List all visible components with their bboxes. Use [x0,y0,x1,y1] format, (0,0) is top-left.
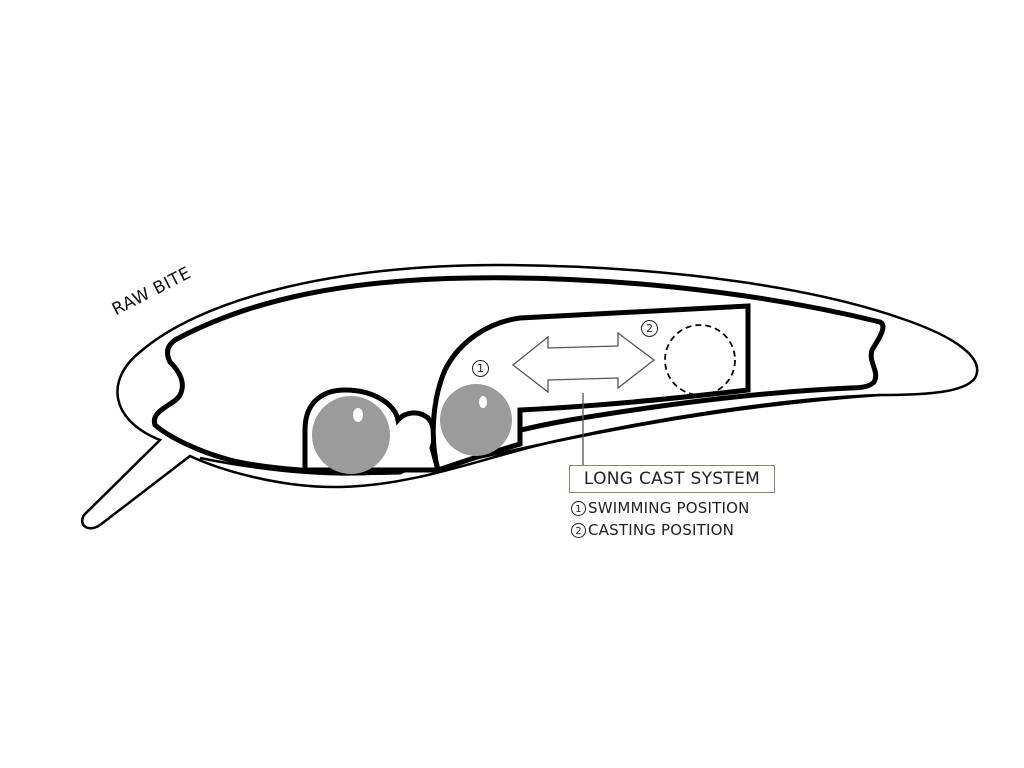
legend-item-label: CASTING POSITION [588,521,735,539]
legend-title: LONG CAST SYSTEM [569,465,775,493]
casting-position-icon [664,324,736,396]
swimming-position-marker: 1 [472,360,489,377]
casting-position-marker: 2 [641,320,658,337]
long-cast-track [430,303,751,474]
weight-ball-fixed [312,396,390,474]
number-badge: 2 [571,523,586,538]
weight-ball-swimming [440,384,512,456]
double-headed-arrow-icon [511,331,656,394]
legend-item-label: SWIMMING POSITION [588,499,750,517]
ball-highlight [479,396,487,408]
ball-highlight [353,408,363,422]
number-badge: 1 [571,501,586,516]
